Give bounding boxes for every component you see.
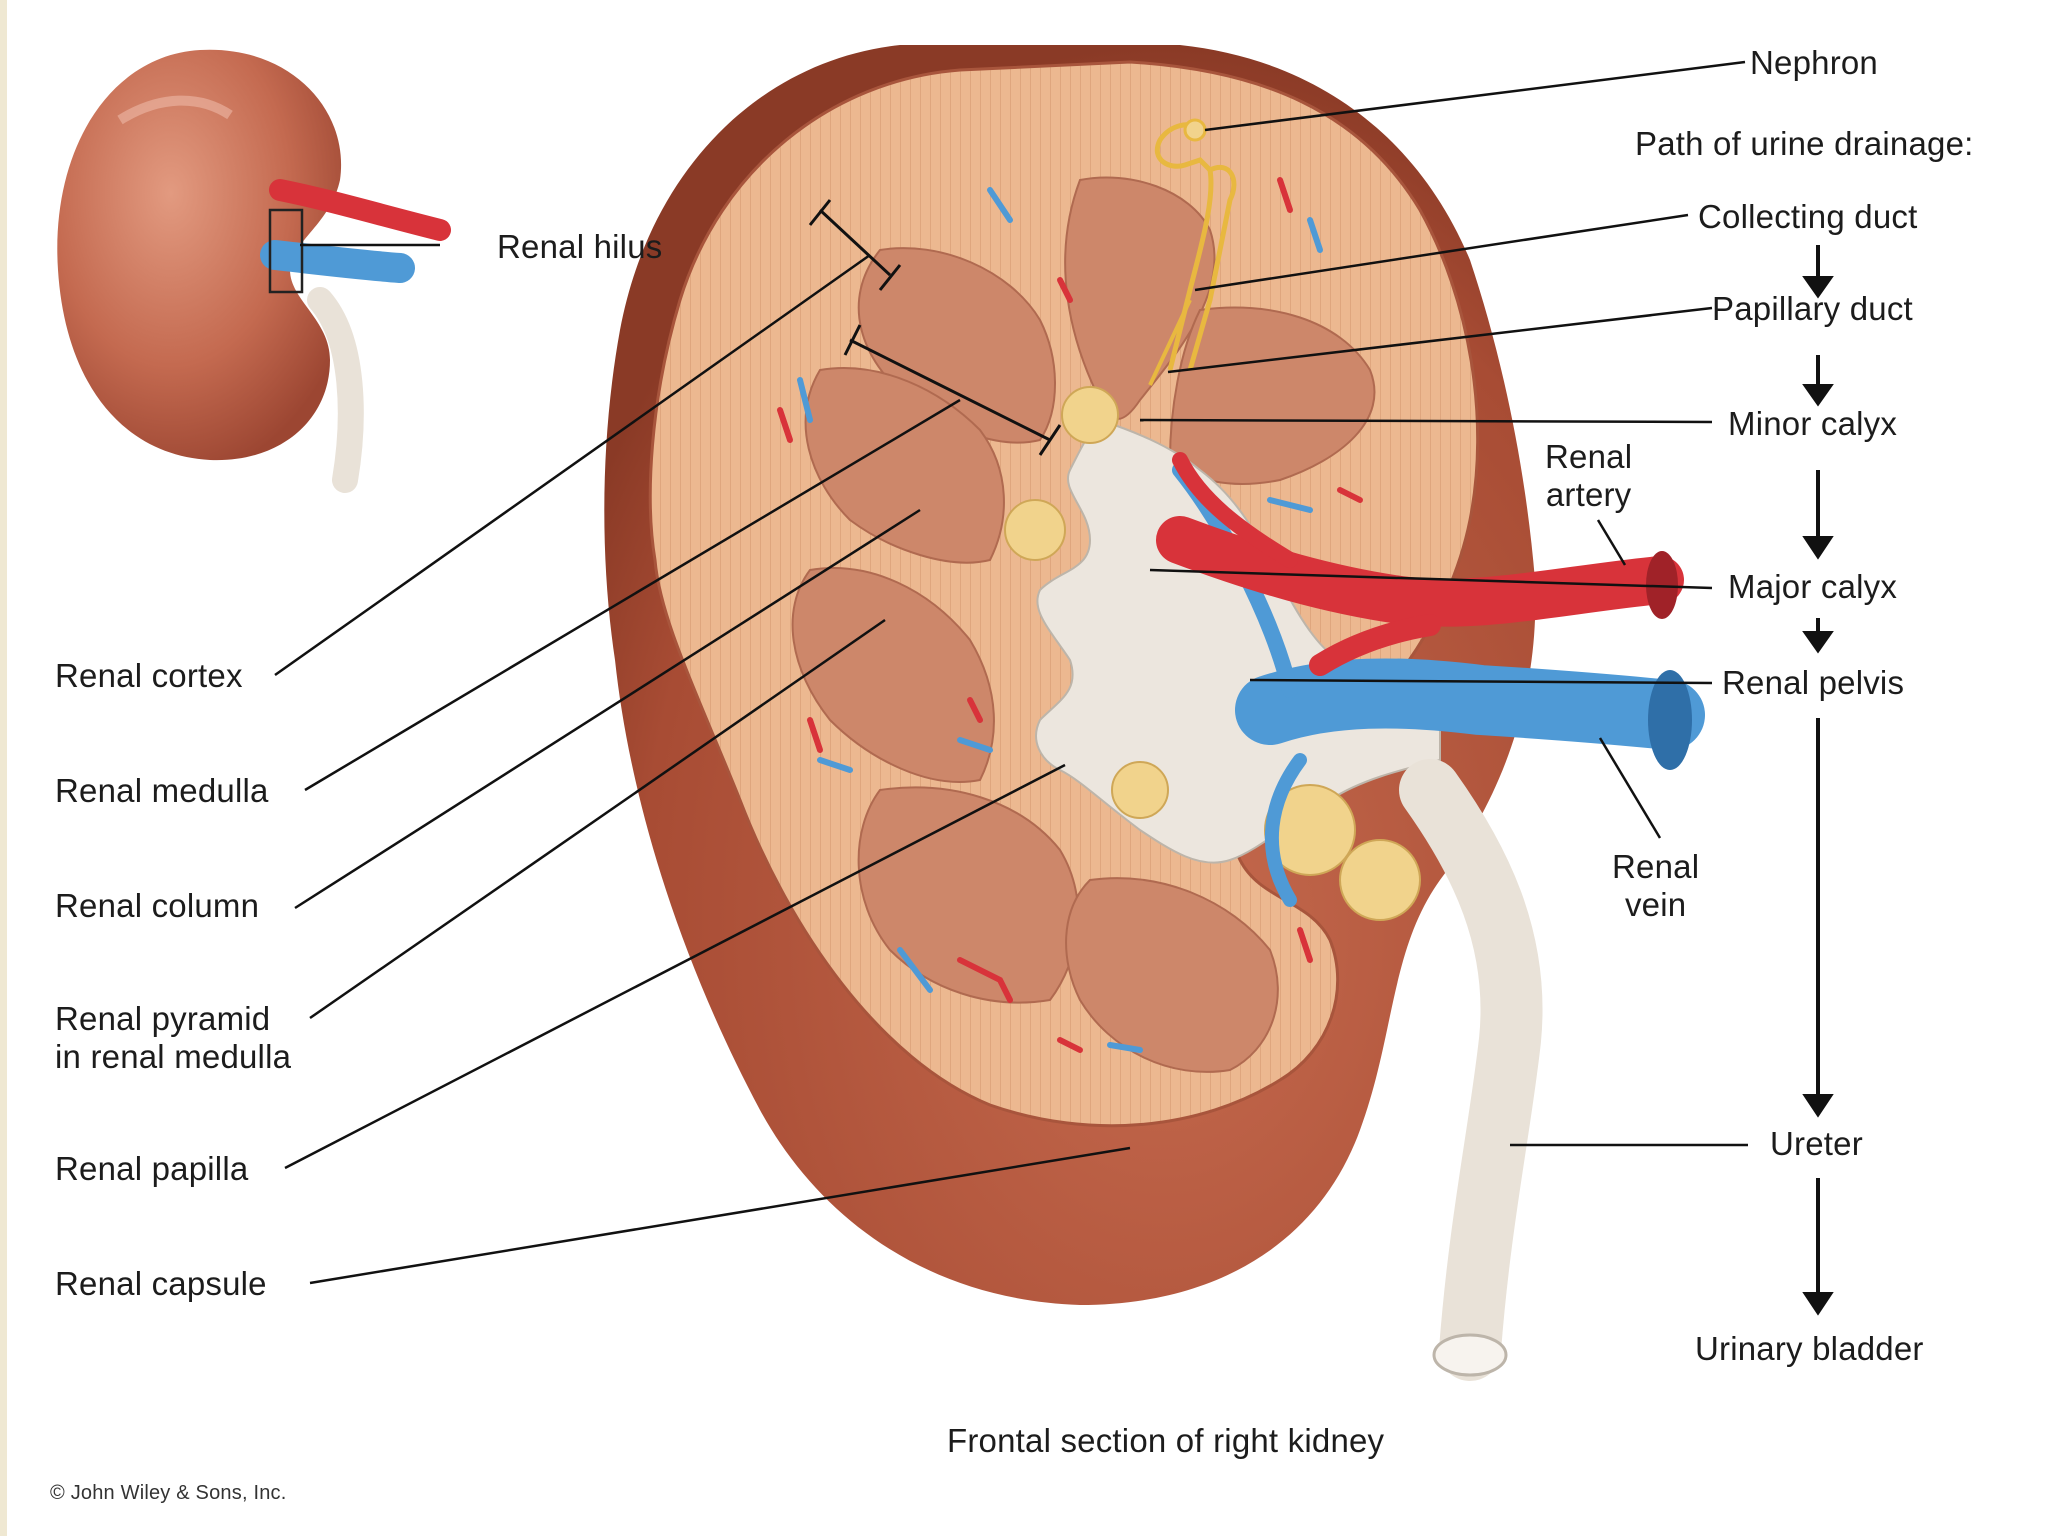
label-collecting-duct: Collecting duct: [1698, 198, 1918, 235]
pyramid-upper-right: [1168, 306, 1376, 485]
label-renal-capsule: Renal capsule: [55, 1265, 267, 1302]
small-kidney: [57, 49, 451, 493]
fat-deposits: [1004, 386, 1421, 921]
renal-vein-opening: [1648, 670, 1692, 770]
ureter-opening: [1432, 1333, 1508, 1377]
pyramid-lower-left: [791, 567, 995, 783]
small-kidney-body: [57, 49, 342, 461]
renal-pyramids: [791, 176, 1376, 1073]
hilus-box: [268, 208, 304, 294]
label-ureter: Ureter: [1770, 1125, 1863, 1162]
small-renal-vein: [260, 240, 415, 283]
label-papillary-duct: Papillary duct: [1712, 290, 1913, 327]
label-renal-pyramid: Renal pyramid in renal medulla: [55, 1000, 292, 1075]
label-renal-artery: Renal artery: [1545, 438, 1633, 513]
label-renal-hilus: Renal hilus: [497, 228, 663, 265]
bracket-marks: [808, 199, 1062, 456]
label-renal-cortex: Renal cortex: [55, 657, 243, 694]
renal-artery-vessel: [1156, 516, 1684, 627]
label-path-heading: Path of urine drainage:: [1635, 125, 1974, 162]
small-ureter: [307, 287, 364, 493]
pyramid-bottom: [1065, 877, 1279, 1073]
drainage-arrows: [1802, 245, 1834, 1316]
large-kidney: [604, 45, 1705, 1381]
figure-caption: Frontal section of right kidney: [947, 1422, 1385, 1459]
small-renal-artery: [269, 179, 451, 241]
label-renal-papilla: Renal papilla: [55, 1150, 249, 1187]
label-renal-vein: Renal vein: [1612, 848, 1700, 923]
label-urinary-bladder: Urinary bladder: [1695, 1330, 1924, 1367]
label-renal-pelvis: Renal pelvis: [1722, 664, 1905, 701]
label-major-calyx: Major calyx: [1728, 568, 1898, 605]
label-renal-medulla: Renal medulla: [55, 772, 269, 809]
label-renal-column: Renal column: [55, 887, 260, 924]
copyright-notice: © John Wiley & Sons, Inc.: [50, 1482, 287, 1504]
pyramid-mid-left: [804, 367, 1005, 564]
cortical-vessels: [777, 177, 1363, 1053]
ureter-tube: [1399, 759, 1543, 1381]
renal-vein-vessel: [1235, 658, 1705, 750]
leader-lines: [274, 60, 1748, 1285]
left-edge-strip: [0, 0, 7, 1536]
pyramid-top: [1064, 176, 1216, 420]
label-nephron: Nephron: [1750, 44, 1878, 81]
label-minor-calyx: Minor calyx: [1728, 405, 1898, 442]
pyramid-bottom-left: [857, 786, 1080, 1004]
nephron-shape: [1155, 122, 1237, 371]
renal-artery-opening: [1646, 551, 1678, 619]
